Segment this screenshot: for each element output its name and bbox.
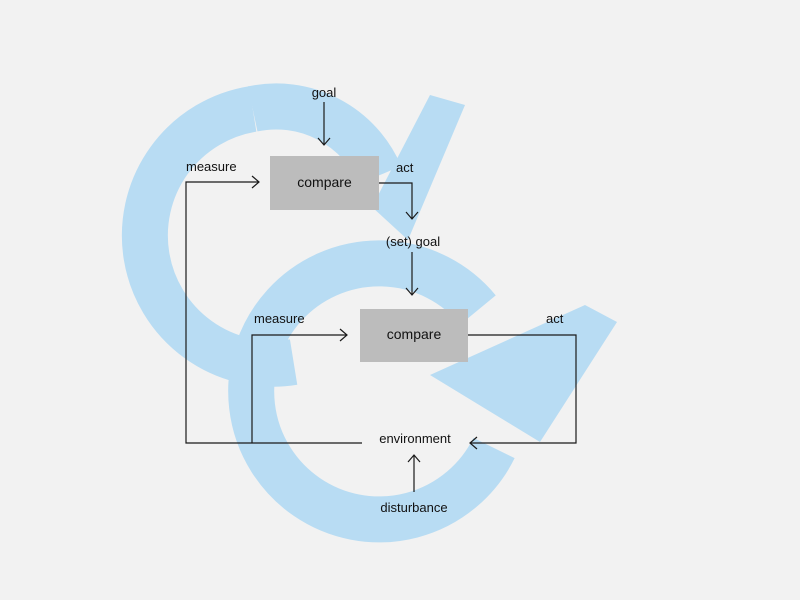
set-goal-label: (set) goal	[386, 234, 440, 249]
inner-measure-label: measure	[254, 311, 305, 326]
inner-act-line	[468, 334, 577, 444]
inner-act-label: act	[546, 311, 564, 326]
outer-compare-label: compare	[297, 174, 352, 190]
outer-act-line	[379, 182, 413, 219]
disturbance-arrowhead	[407, 454, 421, 463]
outer-measure-line	[185, 181, 362, 444]
outer-goal-label: goal	[312, 85, 337, 100]
outer-measure-arrowhead	[251, 175, 260, 189]
inner-cycle-arrow	[228, 240, 617, 543]
outer-compare-box: compare	[270, 156, 379, 210]
inner-compare-label: compare	[387, 326, 442, 342]
outer-act-arrowhead	[405, 211, 419, 220]
disturbance-label: disturbance	[380, 500, 447, 515]
connectors	[185, 102, 577, 492]
inner-act-arrowhead	[469, 436, 478, 450]
set-goal-arrowhead	[405, 287, 419, 296]
outer-act-label: act	[396, 160, 414, 175]
environment-label: environment	[379, 431, 451, 446]
goal-arrowhead	[317, 137, 331, 146]
outer-measure-label: measure	[186, 159, 237, 174]
inner-measure-line	[251, 334, 347, 443]
inner-measure-arrowhead	[339, 328, 348, 342]
inner-compare-box: compare	[360, 309, 468, 362]
